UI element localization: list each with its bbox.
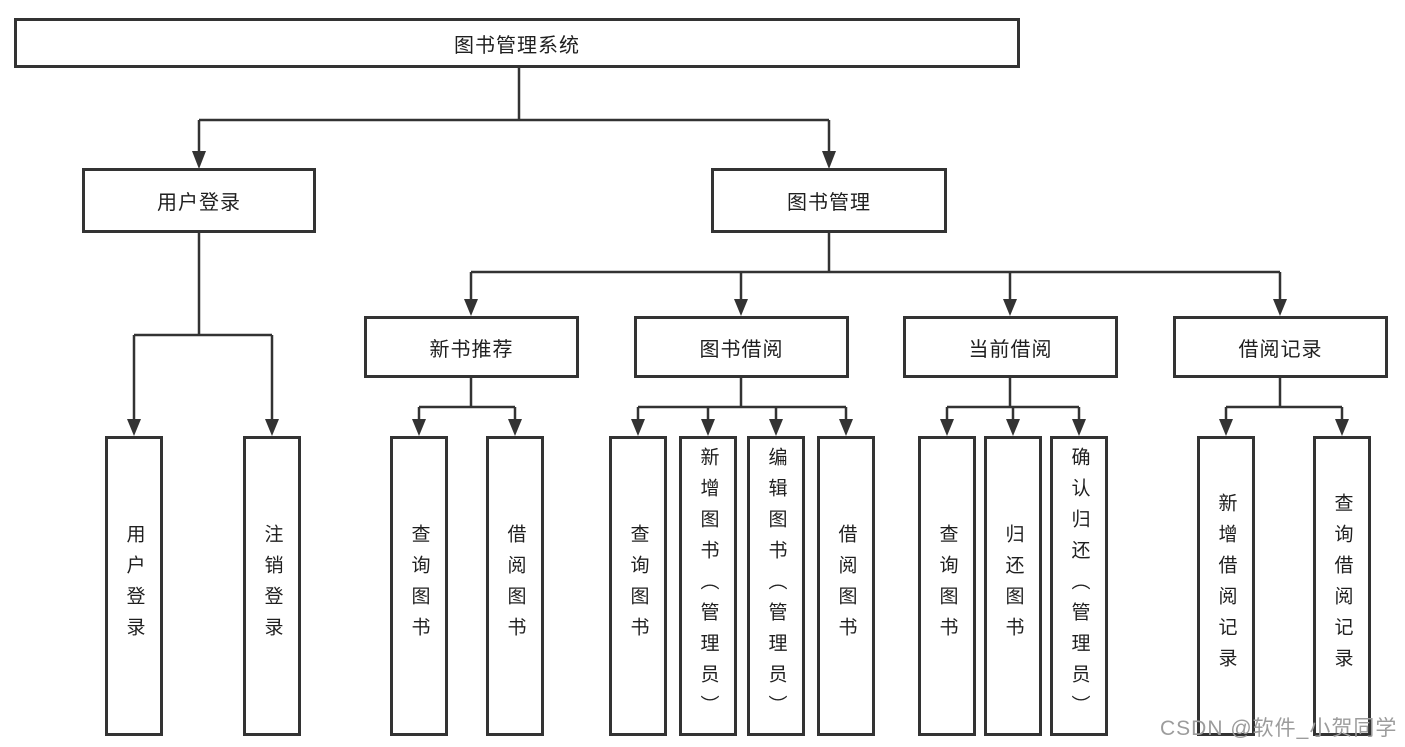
node-label: 用户登录 xyxy=(157,192,241,214)
node-leaf-add-borrow-record: 新增借阅记录 xyxy=(1197,436,1255,736)
csdn-watermark: CSDN @软件_小贺同学 xyxy=(1160,717,1398,740)
node-label: 归还图书 xyxy=(1002,524,1024,648)
node-label: 图书管理 xyxy=(787,192,871,214)
node-label: 查询图书 xyxy=(408,524,430,648)
node-leaf-borrow-books-recommend: 借阅图书 xyxy=(486,436,544,736)
node-label: 注销登录 xyxy=(261,524,283,648)
node-leaf-user-login: 用户登录 xyxy=(105,436,163,736)
node-leaf-confirm-return-admin: 确认归还（管理员） xyxy=(1050,436,1108,736)
node-leaf-query-books-recommend: 查询图书 xyxy=(390,436,448,736)
node-label: 查询图书 xyxy=(627,524,649,648)
node-user-login: 用户登录 xyxy=(82,168,316,233)
node-library-management-system: 图书管理系统 xyxy=(14,18,1020,68)
arrowheads xyxy=(127,151,1349,436)
node-borrow-records: 借阅记录 xyxy=(1173,316,1388,378)
node-new-book-recommend: 新书推荐 xyxy=(364,316,579,378)
node-label: 新增借阅记录 xyxy=(1215,493,1237,679)
node-book-management: 图书管理 xyxy=(711,168,947,233)
node-label: 当前借阅 xyxy=(968,338,1053,361)
node-leaf-query-books-borrow: 查询图书 xyxy=(609,436,667,736)
node-label: 借阅记录 xyxy=(1238,338,1323,361)
node-leaf-edit-books-admin: 编辑图书（管理员） xyxy=(747,436,805,736)
node-leaf-borrow-books: 借阅图书 xyxy=(817,436,875,736)
node-label: 确认归还（管理员） xyxy=(1068,446,1090,726)
node-label: 借阅图书 xyxy=(504,524,526,648)
node-label: 借阅图书 xyxy=(835,524,857,648)
node-leaf-query-borrow-record: 查询借阅记录 xyxy=(1313,436,1371,736)
node-label: 编辑图书（管理员） xyxy=(765,446,787,726)
node-current-borrow: 当前借阅 xyxy=(903,316,1118,378)
node-label: 图书借阅 xyxy=(699,338,784,361)
node-label: 新增图书（管理员） xyxy=(697,446,719,726)
node-book-borrow: 图书借阅 xyxy=(634,316,849,378)
node-label: 查询借阅记录 xyxy=(1331,493,1353,679)
node-label: 图书管理系统 xyxy=(454,34,580,57)
node-leaf-query-books-current: 查询图书 xyxy=(918,436,976,736)
connector-paths xyxy=(132,68,1344,421)
node-label: 查询图书 xyxy=(936,524,958,648)
node-leaf-add-books-admin: 新增图书（管理员） xyxy=(679,436,737,736)
node-leaf-logout: 注销登录 xyxy=(243,436,301,736)
node-leaf-return-books: 归还图书 xyxy=(984,436,1042,736)
node-label: 新书推荐 xyxy=(429,338,514,361)
node-label: 用户登录 xyxy=(123,524,145,648)
